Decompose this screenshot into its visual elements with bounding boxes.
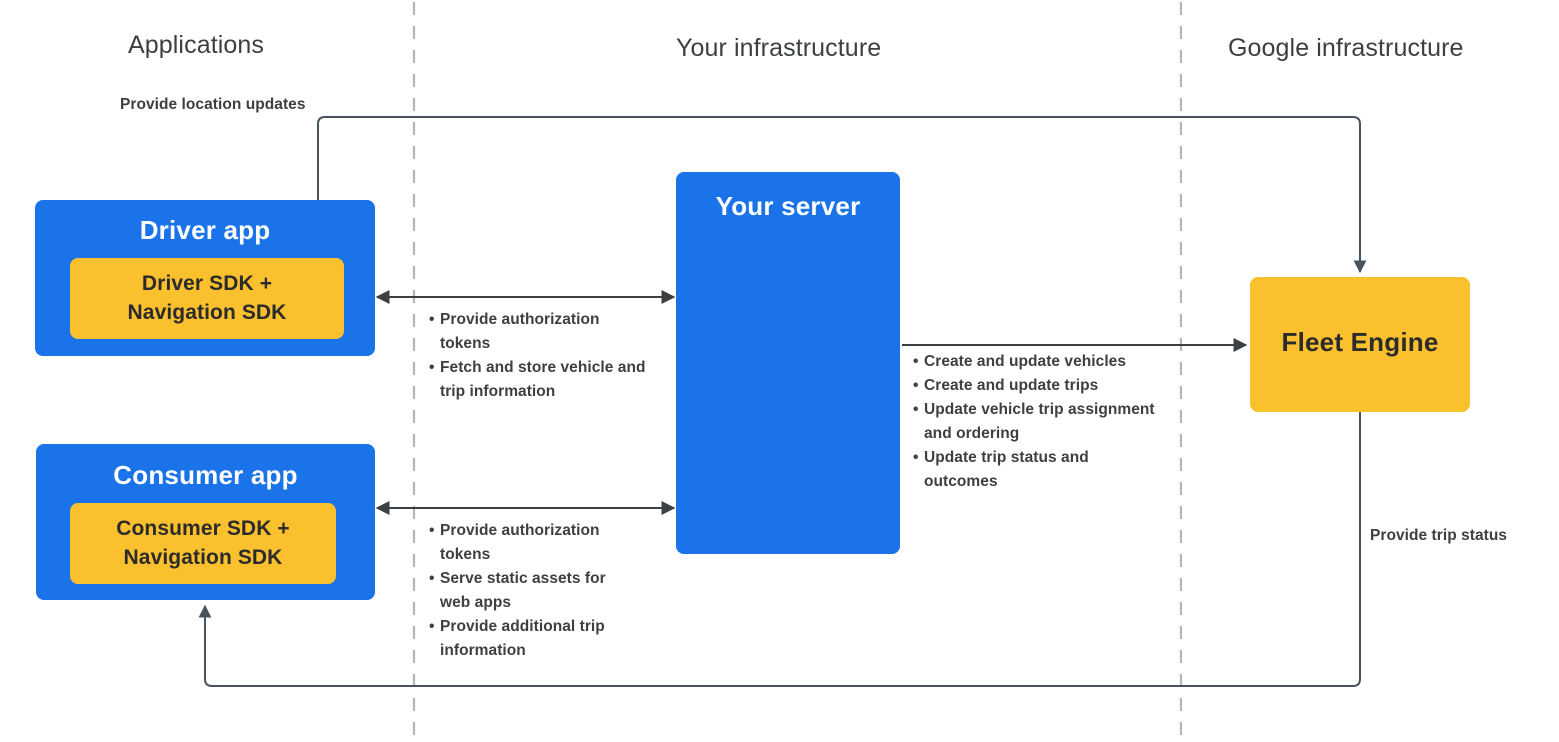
bullet-item: Provide authorization tokens (429, 519, 629, 567)
bullet-item: Provide authorization tokens (429, 308, 649, 356)
label-provide-trip-status: Provide trip status (1370, 527, 1508, 544)
bullets-consumer-to-server: Provide authorization tokensServe static… (429, 519, 629, 663)
driver-sdk-line1: Driver SDK + (141, 272, 273, 295)
driver-app-title: Driver app (139, 215, 271, 245)
driver-sdk-label: Driver SDK + Navigation SDK (70, 269, 344, 327)
driver-sdk-line2: Navigation SDK (127, 301, 287, 324)
node-driver-sdk: Driver SDK + Navigation SDK (70, 258, 344, 339)
bullet-item: Provide additional trip information (429, 615, 629, 663)
bullet-item: Create and update trips (913, 374, 1163, 398)
consumer-sdk-line2: Navigation SDK (123, 546, 283, 569)
consumer-sdk-label: Consumer SDK + Navigation SDK (70, 514, 336, 572)
column-heading-google-infrastructure: Google infrastructure (1228, 34, 1464, 62)
bullet-item: Create and update vehicles (913, 350, 1163, 374)
node-fleet-engine: Fleet Engine (1250, 277, 1470, 412)
fleet-engine-title: Fleet Engine (1281, 327, 1439, 357)
label-provide-location-updates: Provide location updates (120, 96, 306, 113)
your-server-title: Your server (715, 191, 861, 221)
node-your-server: Your server (676, 172, 900, 554)
column-heading-applications: Applications (128, 31, 265, 59)
node-consumer-sdk: Consumer SDK + Navigation SDK (70, 503, 336, 584)
bullet-item: Fetch and store vehicle and trip informa… (429, 356, 649, 404)
bullet-item: Update vehicle trip assignment and order… (913, 398, 1163, 446)
bullets-driver-to-server: Provide authorization tokensFetch and st… (429, 308, 649, 404)
column-heading-your-infrastructure: Your infrastructure (676, 34, 882, 62)
consumer-sdk-line1: Consumer SDK + (116, 517, 290, 540)
bullet-item: Serve static assets for web apps (429, 567, 629, 615)
bullets-server-to-fleet-engine: Create and update vehiclesCreate and upd… (913, 350, 1163, 494)
consumer-app-title: Consumer app (113, 460, 298, 490)
bullet-item: Update trip status and outcomes (913, 446, 1163, 494)
